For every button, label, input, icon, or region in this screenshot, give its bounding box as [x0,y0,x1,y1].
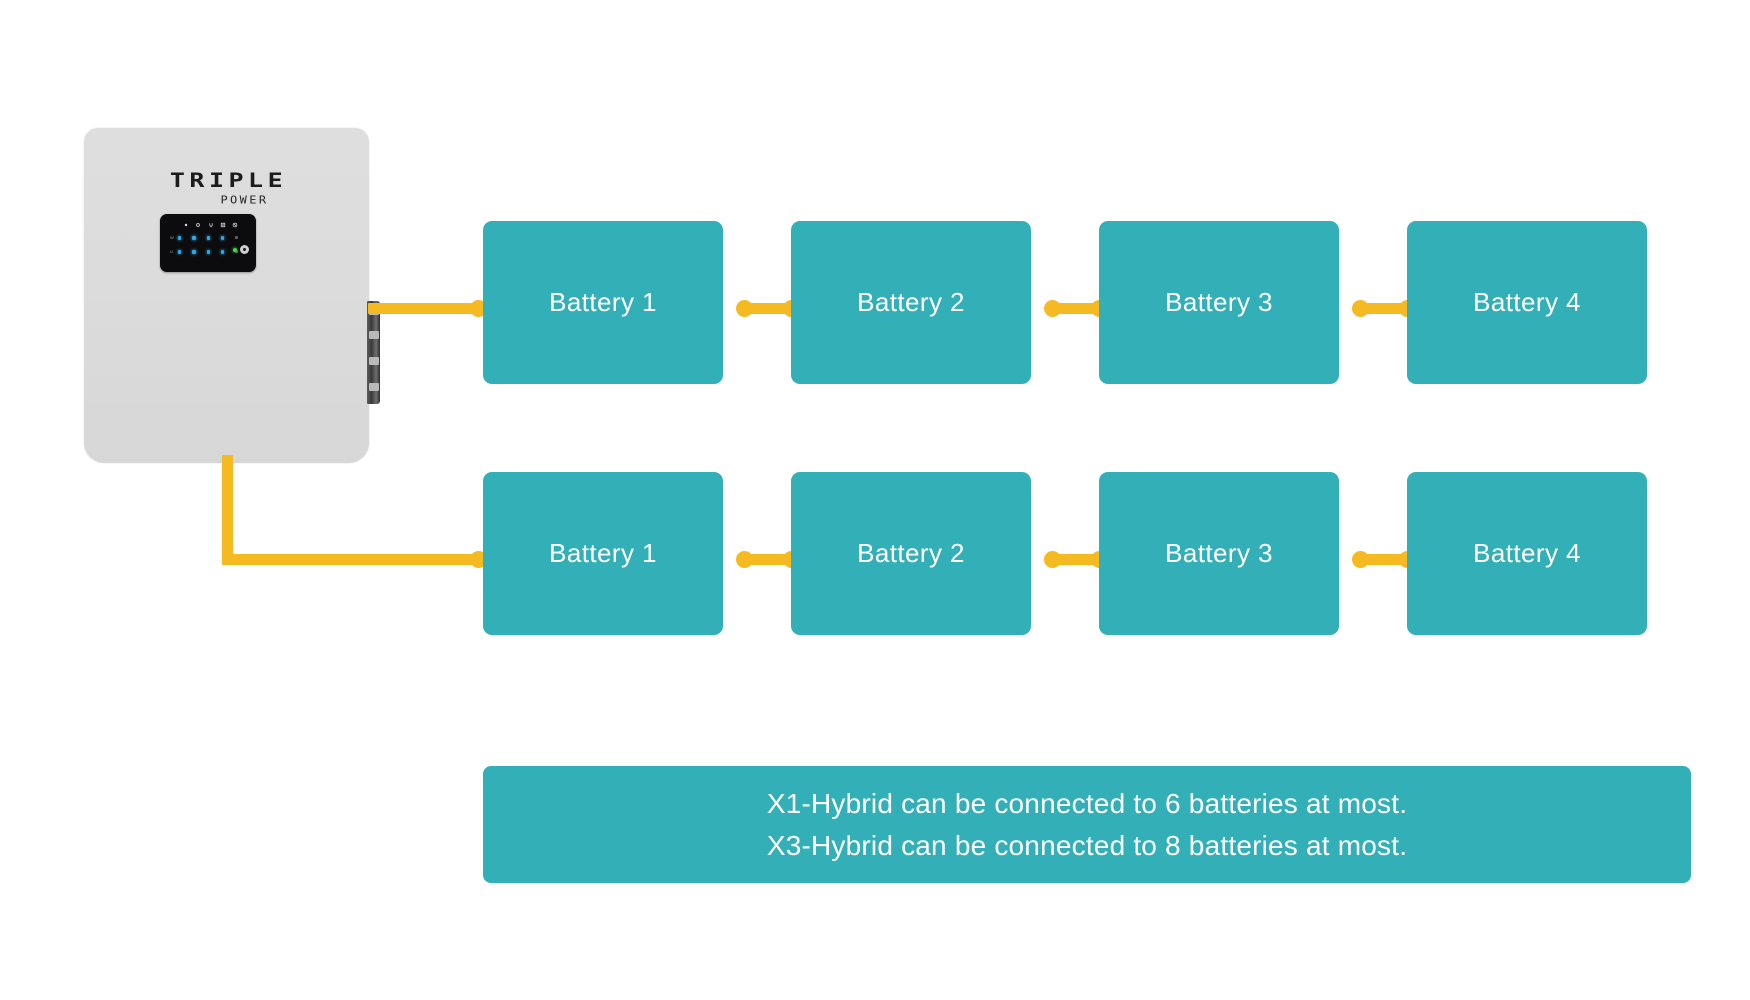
led-indicator [235,250,238,253]
cable-endpoint-dot [1352,551,1369,568]
cable-endpoint-dot [1352,300,1369,317]
cable-endpoint-dot [470,300,487,317]
battery-bottom-2[interactable]: Battery 2 [791,472,1031,635]
power-icon [184,223,188,226]
plug-icon [208,222,213,227]
sun-icon [196,222,201,227]
display-icon-row [167,220,249,229]
led-indicator [177,235,182,240]
battery-label: Battery 1 [549,538,657,568]
cable-inverter-to-top-row [368,303,472,314]
battery-label: Battery 4 [1473,287,1581,317]
led-indicator [206,235,210,240]
cable-endpoint-dot [1044,551,1061,568]
battery-top-1[interactable]: Battery 1 [483,221,723,384]
led-indicator [220,249,225,254]
cable-bottom-b2-b3 [1050,554,1096,565]
capacity-note-banner: X1-Hybrid can be connected to 6 batterie… [483,766,1691,883]
cable-endpoint-dot [1044,300,1061,317]
battery-top-4[interactable]: Battery 4 [1407,221,1647,384]
cable-endpoint-dot [470,551,487,568]
battery-label: Battery 1 [549,287,657,317]
cable-bottom-b3-b4 [1358,554,1404,565]
battery-top-3[interactable]: Battery 3 [1099,221,1339,384]
inverter-display-panel[interactable]: W U [160,214,256,272]
cable-endpoint-dot [736,551,753,568]
led-indicator [235,236,238,239]
hybrid-inverter[interactable]: TRIPLE POWER [84,128,380,463]
alert-icon [232,222,238,227]
led-indicator [192,249,196,254]
led-indicator [220,235,225,240]
led-row-label: U [170,248,173,254]
capacity-note-line-1: X1-Hybrid can be connected to 6 batterie… [766,787,1408,819]
led-indicator [177,249,182,254]
battery-label: Battery 3 [1165,287,1273,317]
cable-inverter-to-bottom-row [222,554,478,565]
cable-endpoint-dot [736,300,753,317]
led-indicator [192,235,196,240]
battery-top-2[interactable]: Battery 2 [791,221,1031,384]
battery-bottom-3[interactable]: Battery 3 [1099,472,1339,635]
cable-top-b1-b2 [742,303,788,314]
capacity-note-line-2: X3-Hybrid can be connected to 8 batterie… [766,829,1408,861]
port-terminal [369,357,379,365]
cable-bottom-b1-b2 [742,554,788,565]
battery-label: Battery 3 [1165,538,1273,568]
status-led-green-icon [233,247,237,252]
led-row-label: W [170,234,174,240]
battery-label: Battery 2 [857,538,965,568]
grid-icon [220,222,225,227]
cable-top-b2-b3 [1050,303,1096,314]
port-terminal [369,383,379,391]
battery-label: Battery 2 [857,287,965,317]
battery-bottom-4[interactable]: Battery 4 [1407,472,1647,635]
cable-top-b3-b4 [1358,303,1404,314]
display-led-row-2: U [167,246,249,257]
battery-port-connector [367,301,380,404]
led-indicator [206,249,210,254]
power-button[interactable] [240,245,249,254]
port-terminal [369,331,379,339]
battery-label: Battery 4 [1473,538,1581,568]
display-led-row-1: W [167,232,249,243]
battery-bottom-1[interactable]: Battery 1 [483,472,723,635]
inverter-brand-logo: TRIPLE POWER [84,166,369,207]
logo-text-triple: TRIPLE [169,169,288,192]
logo-text-power: POWER [220,194,269,206]
display-status-cluster [233,245,249,254]
cable-inverter-drop [222,455,233,565]
